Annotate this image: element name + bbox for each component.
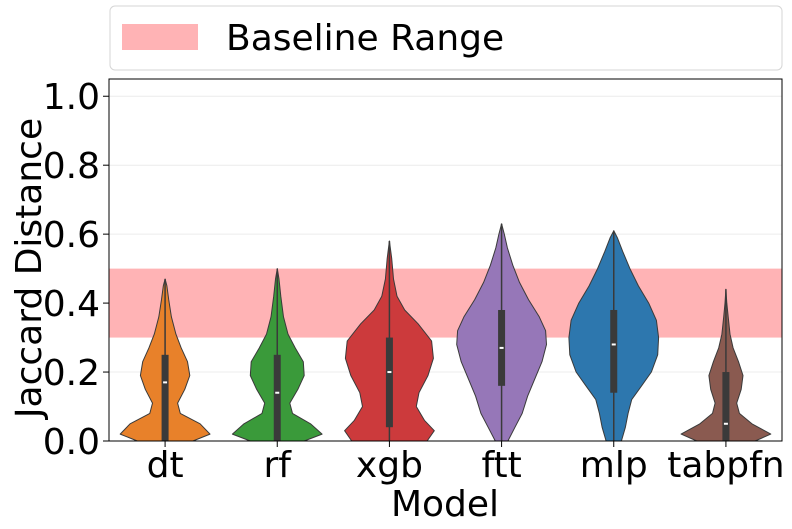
violin-box-dt [161, 354, 169, 441]
x-tick-label-tabpfn: tabpfn [667, 445, 784, 486]
violin-median-rf [275, 391, 280, 394]
baseline-range-band [109, 268, 782, 338]
legend: Baseline Range [109, 5, 783, 71]
violin-median-ftt [499, 346, 504, 349]
legend-swatch-baseline [122, 24, 198, 50]
violin-box-tabpfn [722, 372, 730, 441]
violin-median-tabpfn [723, 422, 728, 425]
x-tick-label-ftt: ftt [481, 445, 521, 486]
violins [119, 223, 772, 442]
y-tick-label: 0.4 [43, 284, 100, 325]
x-tick-label-dt: dt [147, 445, 184, 486]
y-tick-label: 1.0 [43, 77, 100, 118]
violin-box-xgb [385, 337, 393, 428]
violin-median-dt [163, 381, 168, 384]
legend-label-baseline: Baseline Range [226, 18, 504, 59]
y-tick-label: 0.6 [43, 215, 100, 256]
x-tick-label-xgb: xgb [356, 445, 423, 486]
plot-frame [108, 78, 783, 442]
x-axis-title: Model [391, 484, 499, 525]
y-tick-label: 0.8 [43, 146, 100, 187]
violin-median-xgb [387, 371, 392, 374]
y-tick-label: 0.2 [43, 353, 100, 394]
violin-median-mlp [611, 343, 616, 346]
x-tick-label-mlp: mlp [580, 445, 648, 486]
y-ticks: 0.0 0.2 0.4 0.6 0.8 1.0 [43, 77, 109, 463]
y-tick-label: 0.0 [43, 422, 100, 463]
x-ticks: dt rf xgb ftt mlp tabpfn [147, 441, 785, 486]
violin-box-rf [273, 354, 281, 441]
violin-box-mlp [610, 309, 618, 393]
y-axis-title: Jaccard Distance [9, 118, 50, 420]
legend-frame [109, 5, 783, 71]
x-tick-label-rf: rf [264, 445, 293, 486]
